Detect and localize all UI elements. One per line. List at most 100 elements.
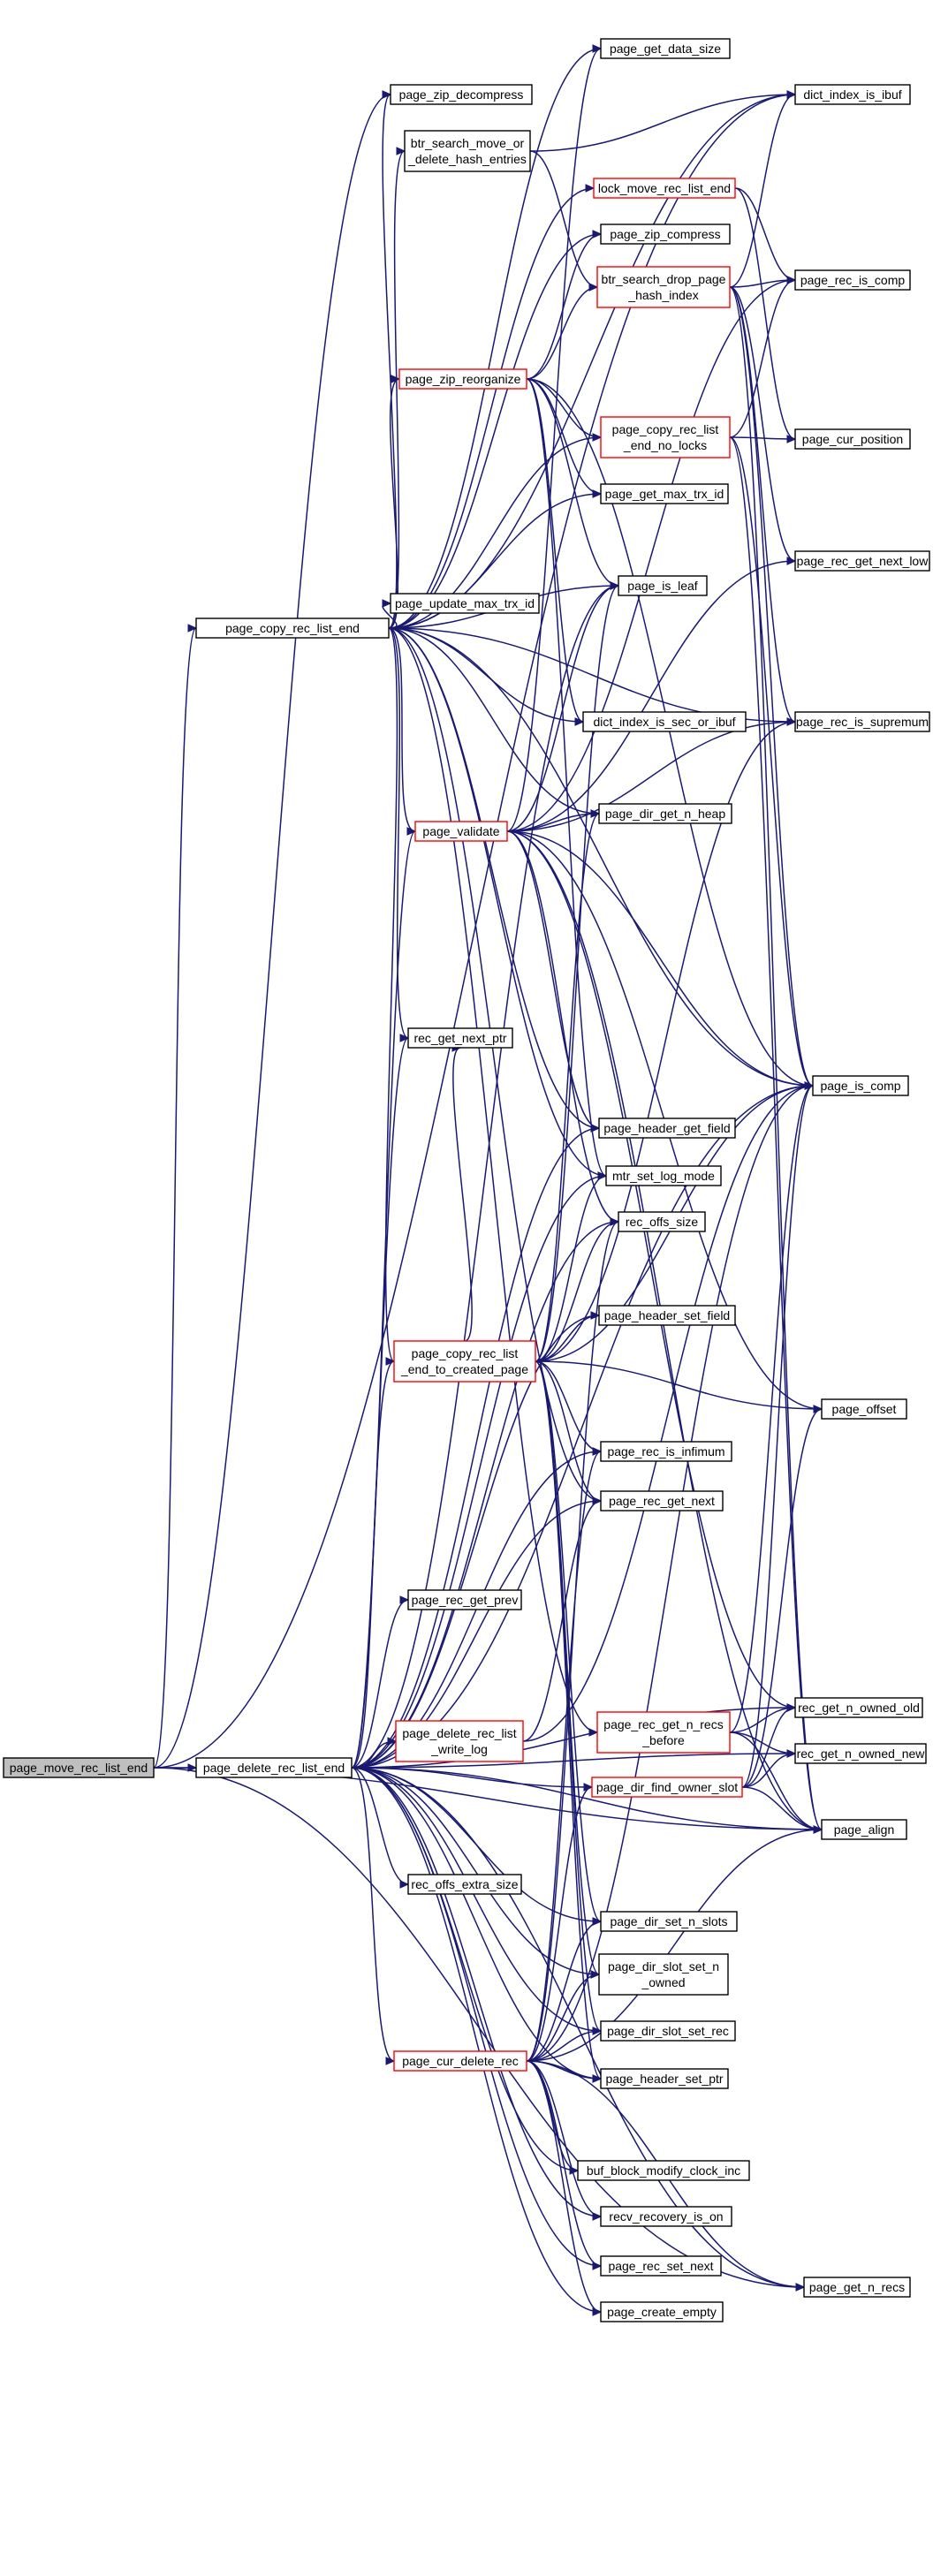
node-box-root[interactable]: [3, 1757, 155, 1778]
node-bsdph[interactable]: btr_search_drop_page_hash_index: [596, 266, 731, 308]
node-pzc[interactable]: page_zip_compress: [600, 224, 731, 245]
node-diii[interactable]: dict_index_is_ibuf: [794, 84, 911, 105]
node-box-pal[interactable]: [821, 1819, 907, 1840]
node-box-diii[interactable]: [794, 84, 911, 105]
node-diisoi[interactable]: dict_index_is_sec_or_ibuf: [582, 711, 747, 732]
node-box-pgds[interactable]: [600, 38, 731, 59]
node-pval[interactable]: page_validate: [414, 821, 508, 842]
node-box-pdfos[interactable]: [591, 1777, 743, 1798]
node-pdsns[interactable]: page_dir_set_n_slots: [600, 1911, 738, 1932]
node-box-prgnl[interactable]: [794, 550, 930, 572]
node-phsp[interactable]: page_header_set_ptr: [600, 2068, 729, 2089]
node-box-bsmd[interactable]: [404, 130, 531, 172]
node-pic[interactable]: page_is_comp: [812, 1075, 909, 1096]
node-box-pdgnh[interactable]: [598, 803, 732, 824]
node-pcrlenl[interactable]: page_copy_rec_list_end_no_locks: [600, 416, 731, 458]
node-pgmt[interactable]: page_get_max_trx_id: [600, 483, 729, 504]
node-prii[interactable]: page_rec_is_infimum: [600, 1441, 732, 1462]
node-box-pcdr[interactable]: [393, 2050, 527, 2072]
node-prgn[interactable]: page_rec_get_next: [600, 1490, 724, 1512]
node-rrio[interactable]: recv_recovery_is_on: [600, 2206, 732, 2227]
node-pal[interactable]: page_align: [821, 1819, 907, 1840]
node-pce[interactable]: page_create_empty: [600, 2301, 724, 2322]
node-lmrle[interactable]: lock_move_rec_list_end: [593, 178, 736, 199]
node-pil[interactable]: page_is_leaf: [618, 575, 708, 596]
node-pzr[interactable]: page_zip_reorganize: [398, 368, 527, 390]
node-box-diisoi[interactable]: [582, 711, 747, 732]
node-pdssno[interactable]: page_dir_slot_set_n_owned: [598, 1953, 729, 1996]
node-rgnp[interactable]: rec_get_next_ptr: [407, 1027, 513, 1049]
node-pdrle[interactable]: page_delete_rec_list_end: [195, 1757, 353, 1778]
node-rgnon[interactable]: rec_get_n_owned_new: [794, 1743, 927, 1764]
node-pdgnh[interactable]: page_dir_get_n_heap: [598, 803, 732, 824]
node-pgds[interactable]: page_get_data_size: [600, 38, 731, 59]
node-box-bsdph[interactable]: [596, 266, 731, 308]
node-prgp[interactable]: page_rec_get_prev: [407, 1589, 522, 1610]
node-pdfos[interactable]: page_dir_find_owner_slot: [591, 1777, 743, 1798]
node-poff[interactable]: page_offset: [821, 1398, 907, 1420]
node-prsn[interactable]: page_rec_set_next: [600, 2255, 722, 2277]
node-box-rrio[interactable]: [600, 2206, 732, 2227]
node-pcp[interactable]: page_cur_position: [794, 428, 911, 450]
node-box-pil[interactable]: [618, 575, 708, 596]
node-box-pgnr[interactable]: [803, 2277, 911, 2298]
node-box-pzd[interactable]: [390, 84, 533, 105]
node-pumt[interactable]: page_update_max_trx_id: [390, 593, 540, 614]
node-pdssr[interactable]: page_dir_slot_set_rec: [600, 2020, 736, 2042]
node-pcrlecp[interactable]: page_copy_rec_list_end_to_created_page: [393, 1340, 536, 1383]
node-pcdr[interactable]: page_cur_delete_rec: [393, 2050, 527, 2072]
node-box-roes[interactable]: [407, 1874, 522, 1895]
node-box-prgn[interactable]: [600, 1490, 724, 1512]
node-box-pdsns[interactable]: [600, 1911, 738, 1932]
node-box-prsn[interactable]: [600, 2255, 722, 2277]
node-box-phsp[interactable]: [600, 2068, 729, 2089]
node-prgnl[interactable]: page_rec_get_next_low: [794, 550, 930, 572]
node-phsf[interactable]: page_header_set_field: [598, 1305, 736, 1326]
node-bsmd[interactable]: btr_search_move_or_delete_hash_entries: [404, 130, 531, 172]
node-box-pce[interactable]: [600, 2301, 724, 2322]
node-box-prgnrb[interactable]: [596, 1711, 731, 1754]
node-box-poff[interactable]: [821, 1398, 907, 1420]
node-pric[interactable]: page_rec_is_comp: [794, 269, 911, 291]
node-box-phgf[interactable]: [598, 1118, 736, 1139]
node-box-pdssr[interactable]: [600, 2020, 736, 2042]
node-box-pcrlecp[interactable]: [393, 1340, 536, 1383]
node-box-pumt[interactable]: [390, 593, 540, 614]
node-box-rgnp[interactable]: [407, 1027, 513, 1049]
node-box-pris[interactable]: [794, 711, 930, 732]
node-rgnoo[interactable]: rec_get_n_owned_old: [794, 1697, 923, 1718]
node-box-pic[interactable]: [812, 1075, 909, 1096]
node-pgnr[interactable]: page_get_n_recs: [803, 2277, 911, 2298]
node-roes[interactable]: rec_offs_extra_size: [407, 1874, 522, 1895]
node-box-pcp[interactable]: [794, 428, 911, 450]
node-box-pdrle[interactable]: [195, 1757, 353, 1778]
node-box-pval[interactable]: [414, 821, 508, 842]
node-box-prii[interactable]: [600, 1441, 732, 1462]
node-box-mslm[interactable]: [605, 1165, 722, 1186]
node-ros[interactable]: rec_offs_size: [618, 1211, 706, 1232]
node-pris[interactable]: page_rec_is_supremum: [794, 711, 930, 732]
node-box-pgmt[interactable]: [600, 483, 729, 504]
node-box-prgp[interactable]: [407, 1589, 522, 1610]
node-prgnrb[interactable]: page_rec_get_n_recs_before: [596, 1711, 731, 1754]
node-phgf[interactable]: page_header_get_field: [598, 1118, 736, 1139]
node-box-pcrle[interactable]: [195, 617, 390, 639]
node-box-pcrlenl[interactable]: [600, 416, 731, 458]
node-pcrle[interactable]: page_copy_rec_list_end: [195, 617, 390, 639]
node-box-phsf[interactable]: [598, 1305, 736, 1326]
node-box-rgnon[interactable]: [794, 1743, 927, 1764]
node-pdrlwl[interactable]: page_delete_rec_list_write_log: [395, 1720, 524, 1762]
node-mslm[interactable]: mtr_set_log_mode: [605, 1165, 722, 1186]
node-box-rgnoo[interactable]: [794, 1697, 923, 1718]
node-box-lmrle[interactable]: [593, 178, 736, 199]
node-box-bbmci[interactable]: [577, 2160, 750, 2181]
node-pzd[interactable]: page_zip_decompress: [390, 84, 533, 105]
node-box-ros[interactable]: [618, 1211, 706, 1232]
node-box-pric[interactable]: [794, 269, 911, 291]
node-box-pdssno[interactable]: [598, 1953, 729, 1996]
node-box-pdrlwl[interactable]: [395, 1720, 524, 1762]
node-root[interactable]: page_move_rec_list_end: [3, 1757, 155, 1778]
node-bbmci[interactable]: buf_block_modify_clock_inc: [577, 2160, 750, 2181]
node-box-pzc[interactable]: [600, 224, 731, 245]
node-box-pzr[interactable]: [398, 368, 527, 390]
